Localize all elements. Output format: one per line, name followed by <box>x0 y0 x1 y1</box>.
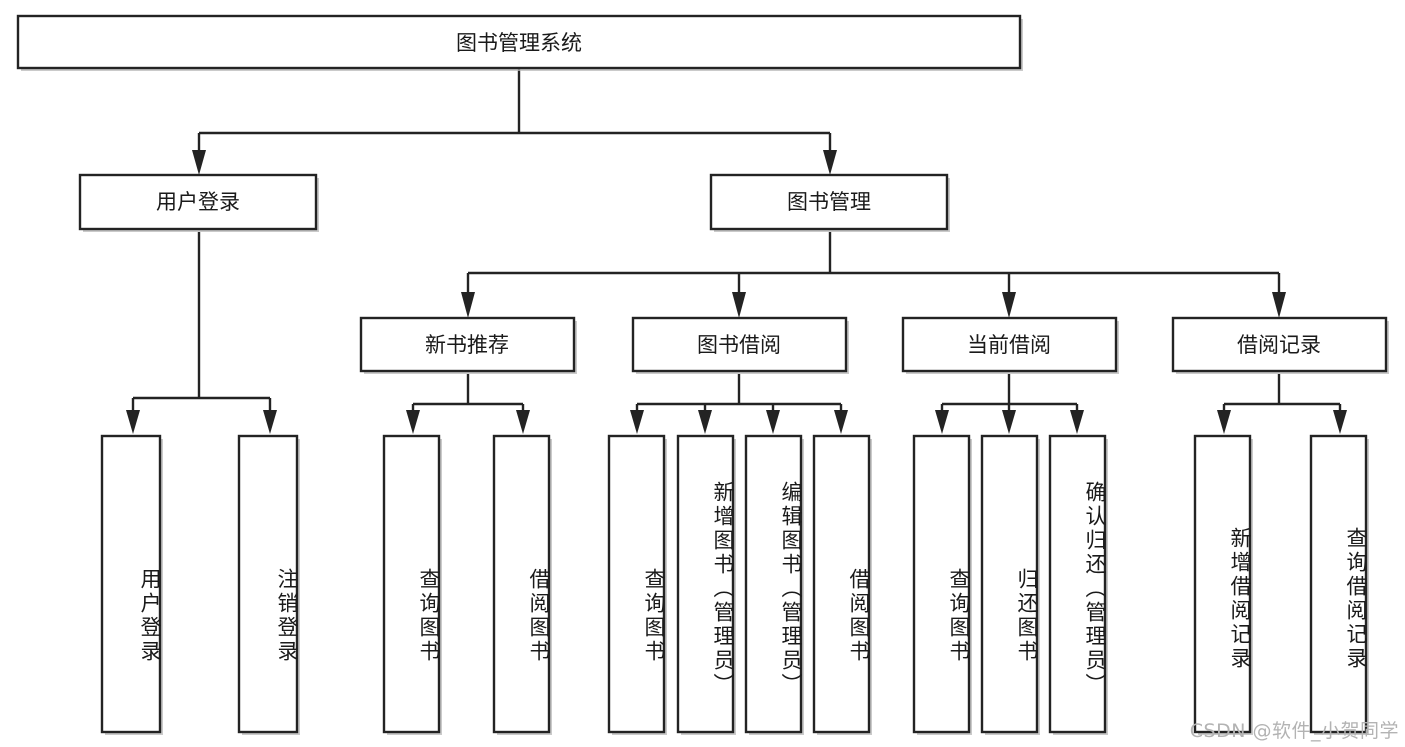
arrow-head-leaf-return-book <box>1002 410 1016 434</box>
arrow-head-leaf-borrow-book-2 <box>834 410 848 434</box>
node-leaf-confirm-return-rect[interactable] <box>1048 434 1107 734</box>
node-leaf-add-book-rect[interactable] <box>676 434 735 734</box>
node-book-borrow-label: 图书借阅 <box>697 333 781 357</box>
arrow-head-leaf-add-book <box>698 410 712 434</box>
node-leaf-borrow-book-1[interactable] <box>492 434 552 735</box>
node-user-login[interactable]: 用户登录 <box>78 173 319 232</box>
arrow-head-current-borrow <box>1002 292 1016 318</box>
node-leaf-query-book-2[interactable] <box>607 434 667 735</box>
node-current-borrow-label: 当前借阅 <box>967 333 1051 357</box>
node-user-login-rect[interactable] <box>78 173 318 231</box>
connector-group-user-login <box>126 232 277 434</box>
node-book-manage[interactable]: 图书管理 <box>709 173 950 232</box>
node-current-borrow-rect[interactable] <box>901 316 1118 373</box>
node-leaf-borrow-book-1-rect[interactable] <box>492 434 551 734</box>
node-leaf-query-book-3-rect[interactable] <box>912 434 971 734</box>
node-leaf-borrow-book-2[interactable] <box>812 434 872 735</box>
node-book-manage-rect[interactable] <box>709 173 949 231</box>
node-root-label: 图书管理系统 <box>456 31 582 55</box>
node-leaf-query-record[interactable] <box>1309 434 1369 735</box>
arrow-head-leaf-query-record <box>1333 410 1347 434</box>
node-current-borrow[interactable]: 当前借阅 <box>901 316 1119 374</box>
arrow-head-leaf-confirm-return <box>1070 410 1084 434</box>
node-leaf-confirm-return[interactable] <box>1048 434 1108 735</box>
arrow-head-leaf-query-book-1 <box>406 410 420 434</box>
node-leaf-add-record[interactable] <box>1193 434 1253 735</box>
node-leaf-return-book-rect[interactable] <box>980 434 1039 734</box>
arrow-head-leaf-logout <box>263 410 277 434</box>
connector-group-new-book-recommend <box>406 374 530 434</box>
connector-group-book-manage <box>461 232 1286 318</box>
arrow-head-leaf-user-login <box>126 410 140 434</box>
node-user-login-label: 用户登录 <box>156 190 240 214</box>
arrow-head-user-login <box>192 150 206 175</box>
node-new-book-recommend-rect[interactable] <box>359 316 576 373</box>
connector-group-root <box>192 68 837 175</box>
node-leaf-return-book[interactable] <box>980 434 1040 735</box>
node-leaf-logout-rect[interactable] <box>237 434 299 734</box>
node-leaf-borrow-book-2-rect[interactable] <box>812 434 871 734</box>
node-book-borrow-rect[interactable] <box>631 316 848 373</box>
node-new-book-recommend[interactable]: 新书推荐 <box>359 316 577 374</box>
csdn-watermark: CSDN @软件_小贺同学 <box>1189 720 1399 742</box>
node-book-borrow[interactable]: 图书借阅 <box>631 316 849 374</box>
arrow-head-book-borrow <box>732 292 746 318</box>
node-leaf-query-book-1[interactable] <box>382 434 442 735</box>
node-leaf-edit-book-rect[interactable] <box>744 434 803 734</box>
arrow-head-leaf-borrow-book-1 <box>516 410 530 434</box>
node-borrow-record[interactable]: 借阅记录 <box>1171 316 1389 374</box>
node-leaf-query-book-3[interactable] <box>912 434 972 735</box>
node-book-manage-label: 图书管理 <box>787 190 871 214</box>
arrow-head-borrow-record <box>1272 292 1286 318</box>
node-leaf-query-record-rect[interactable] <box>1309 434 1368 734</box>
node-root-rect[interactable] <box>16 14 1022 70</box>
arrow-head-leaf-query-book-2 <box>630 410 644 434</box>
node-leaf-add-record-rect[interactable] <box>1193 434 1252 734</box>
connector-group-borrow-record <box>1217 374 1347 434</box>
connector-group-book-borrow <box>630 374 848 434</box>
arrow-head-new-book-recommend <box>461 292 475 318</box>
connector-group-current-borrow <box>935 374 1084 434</box>
node-leaf-query-book-1-rect[interactable] <box>382 434 441 734</box>
arrow-head-leaf-add-record <box>1217 410 1231 434</box>
node-leaf-add-book[interactable] <box>676 434 736 735</box>
node-borrow-record-label: 借阅记录 <box>1237 333 1321 357</box>
arrow-head-leaf-query-book-3 <box>935 410 949 434</box>
node-leaf-query-book-2-rect[interactable] <box>607 434 666 734</box>
node-new-book-recommend-label: 新书推荐 <box>425 333 509 357</box>
node-borrow-record-rect[interactable] <box>1171 316 1388 373</box>
arrow-head-book-manage <box>823 150 837 175</box>
node-root[interactable]: 图书管理系统 <box>16 14 1023 71</box>
node-leaf-user-login[interactable] <box>100 434 163 735</box>
node-leaf-logout[interactable] <box>237 434 300 735</box>
node-leaf-edit-book[interactable] <box>744 434 804 735</box>
arrow-head-leaf-edit-book <box>766 410 780 434</box>
node-leaf-user-login-rect[interactable] <box>100 434 162 734</box>
